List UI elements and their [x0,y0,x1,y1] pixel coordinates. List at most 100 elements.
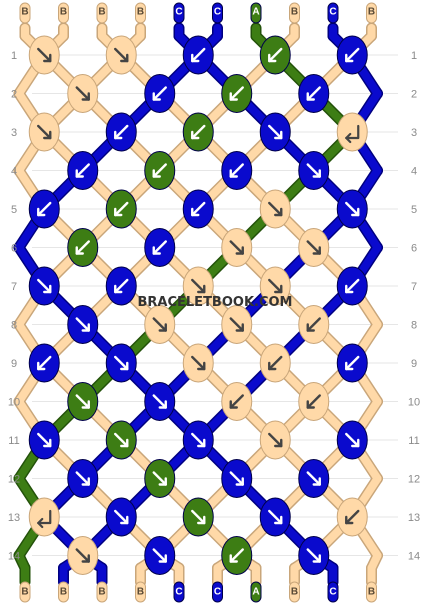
knot-arrow-icon [229,548,244,563]
strand-cap-top [250,2,262,24]
knot-arrow-icon [152,548,167,563]
knot-arrow-icon [229,86,244,101]
knot-arrow-icon [114,124,129,140]
strand-cap-top [19,2,31,24]
knot-arrow-icon [75,317,90,332]
knot-arrow-icon [114,509,129,525]
knot-arrow-icon [191,355,206,371]
strand-cap-bottom [135,581,146,603]
knot-arrow-icon [191,124,206,140]
knot [221,305,253,344]
knot-arrow-icon [114,201,129,217]
knot-arrow-icon [345,47,360,63]
knot-arrow-icon [229,163,244,178]
row-number-left: 8 [11,320,17,332]
knot-arrow-icon [345,432,360,448]
knot [144,459,176,498]
knot-arrow-icon [345,278,360,294]
knot [105,112,137,152]
knot-arrow-icon [75,394,90,409]
knot-arrow-icon [229,471,244,486]
knot [144,382,176,421]
knot [182,266,214,306]
knot [28,343,60,383]
row-number-right: 9 [411,358,417,370]
strand-cap-top [327,2,339,24]
knot-grid [28,35,368,575]
row-number-right: 14 [408,551,420,563]
row-number-left: 2 [11,89,17,101]
knot-arrow-icon [268,124,283,140]
knot [336,112,368,152]
knot [28,497,60,537]
strand-cap-top [289,2,300,24]
knot-arrow-icon [306,471,321,486]
strand-letter-top: C [329,7,336,18]
strand-letter-top: B [291,7,298,18]
knot-arrow-icon [345,509,360,525]
row-number-left: 12 [8,474,20,486]
knot [259,497,291,537]
knot [67,228,99,267]
knot [28,35,60,75]
knot [259,189,291,229]
strand-letter-bottom: C [329,587,336,598]
knot [259,420,291,460]
row-number-left: 5 [11,204,17,216]
strand-letter-bottom: B [98,587,105,598]
knot-arrow-icon [75,86,90,101]
row-number-right: 12 [408,474,420,486]
knot [298,305,330,344]
knot [182,343,214,383]
strand-cap-bottom [58,581,69,603]
knot-arrow-icon [37,201,52,217]
row-number-left: 1 [11,50,17,62]
knot [298,74,330,113]
strand-letter-top: C [214,7,221,18]
strand-cap-bottom [173,581,185,603]
knot [105,266,137,306]
knot-arrow-icon [114,432,129,448]
knot-arrow-icon [306,548,321,563]
knot-arrow-icon [37,509,52,529]
knot-arrow-icon [345,355,360,371]
knot-arrow-icon [191,201,206,217]
knot [67,536,99,575]
row-number-right: 7 [411,281,417,293]
knot-arrow-icon [75,163,90,178]
knot [67,382,99,421]
knot-arrow-icon [268,201,283,217]
row-number-right: 13 [408,512,420,524]
knot [144,151,176,190]
row-number-right: 8 [411,320,417,332]
knot-arrow-icon [191,47,206,63]
strand-cap-bottom [250,581,262,603]
knot-ellipse [336,112,368,152]
row-number-left: 14 [8,551,20,563]
strand-letter-top: B [60,7,67,18]
knot [259,266,291,306]
knot-arrow-icon [191,509,206,525]
knot [336,343,368,383]
knot [67,74,99,113]
knot-arrow-icon [229,240,244,255]
knot [298,459,330,498]
row-number-left: 11 [8,435,19,447]
knot [144,305,176,344]
knot-arrow-icon [152,471,167,486]
knot [336,35,368,75]
knot-arrow-icon [114,355,129,371]
knot [221,382,253,421]
strand-letter-bottom: B [21,587,28,598]
strand-cap-bottom [19,581,31,603]
strand-letter-bottom: B [368,587,375,598]
knot-arrow-icon [306,240,321,255]
knot-ellipse [28,497,60,537]
knot-arrow-icon [152,86,167,101]
knot-arrow-icon [37,47,52,63]
strand-letter-bottom: B [60,587,67,598]
row-number-left: 3 [11,127,17,139]
knot [259,112,291,152]
